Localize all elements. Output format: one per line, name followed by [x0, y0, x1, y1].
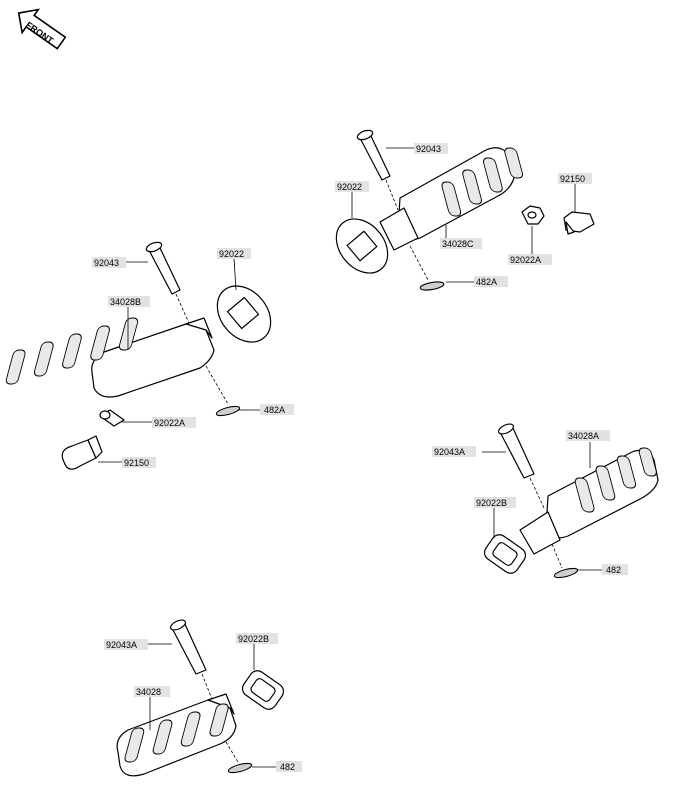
svg-text:92043A: 92043A [106, 640, 137, 650]
footpeg [5, 317, 215, 398]
svg-text:482: 482 [606, 565, 621, 575]
footpeg-ribs [574, 447, 657, 513]
label-pin: 92043 [414, 143, 448, 154]
spacer [521, 205, 545, 225]
svg-text:92022A: 92022A [510, 255, 541, 265]
label-footpeg: 34028C [440, 238, 482, 249]
svg-text:482A: 482A [264, 405, 285, 415]
label-cotter: 482A [474, 276, 508, 287]
footpeg [379, 147, 523, 251]
front-arrow-icon [17, 8, 67, 50]
svg-text:34028A: 34028A [568, 431, 599, 441]
label-footpeg: 34028A [566, 430, 610, 441]
svg-text:482: 482 [280, 762, 295, 772]
footpeg-ribs [124, 703, 229, 763]
label-bolt: 92150 [122, 457, 156, 468]
footpeg [519, 447, 659, 555]
label-washer: 92022B [474, 497, 516, 508]
label-washer: 92022 [335, 181, 369, 192]
footpeg [116, 693, 237, 777]
washer [335, 218, 389, 274]
label-pin: 92043 [92, 257, 126, 268]
cotter-pin [215, 405, 241, 417]
adjuster-bolt [61, 435, 103, 470]
label-footpeg: 34028B [108, 296, 150, 307]
svg-text:92043: 92043 [416, 144, 441, 154]
svg-text:92150: 92150 [560, 174, 585, 184]
washer [483, 534, 527, 574]
svg-text:92022B: 92022B [476, 498, 507, 508]
label-washer: 92022B [236, 633, 278, 644]
group-rear-right-footpeg: 92043 92022 34028C 482A 92022A 92150 [335, 129, 595, 291]
svg-text:34028B: 34028B [110, 297, 141, 307]
spacer [99, 409, 125, 427]
pivot-pin [169, 619, 207, 675]
washer [241, 670, 285, 710]
label-spacer: 92022A [152, 417, 196, 428]
washer [216, 285, 272, 343]
label-bolt: 92150 [558, 173, 592, 184]
svg-text:92043A: 92043A [434, 447, 465, 457]
svg-text:92022A: 92022A [154, 418, 185, 428]
cotter-pin [227, 762, 253, 774]
footpeg-ribs [441, 147, 523, 217]
front-badge: FRONT [17, 8, 67, 50]
adjuster-bolt [563, 211, 595, 235]
svg-text:92022: 92022 [219, 249, 244, 259]
cotter-pin [419, 281, 445, 291]
label-cotter: 482A [260, 404, 294, 415]
label-footpeg: 34028 [134, 686, 170, 697]
label-washer: 92022 [217, 248, 251, 259]
svg-text:92022B: 92022B [238, 634, 269, 644]
label-pin: 92043A [104, 639, 148, 650]
svg-text:92043: 92043 [94, 258, 119, 268]
label-cotter: 482 [276, 761, 302, 772]
pivot-pin [356, 129, 391, 181]
label-spacer: 92022A [508, 254, 552, 265]
pivot-pin [145, 241, 181, 295]
group-front-left-footpeg: 92043A 92022B 34028 482 [104, 619, 302, 777]
svg-text:34028C: 34028C [442, 239, 474, 249]
svg-text:482A: 482A [476, 277, 497, 287]
group-front-right-footpeg: 92043A 34028A 92022B 482 [432, 423, 659, 579]
cotter-pin [553, 567, 579, 579]
label-cotter: 482 [602, 564, 628, 575]
svg-text:92022: 92022 [337, 182, 362, 192]
svg-text:34028: 34028 [136, 687, 161, 697]
pivot-pin [497, 423, 535, 479]
label-pin: 92043A [432, 446, 476, 457]
group-rear-left-footpeg: 92043 92022 34028B 482A 92022A 92150 [5, 241, 294, 470]
footpeg-ribs [5, 317, 139, 385]
svg-text:92150: 92150 [124, 458, 149, 468]
